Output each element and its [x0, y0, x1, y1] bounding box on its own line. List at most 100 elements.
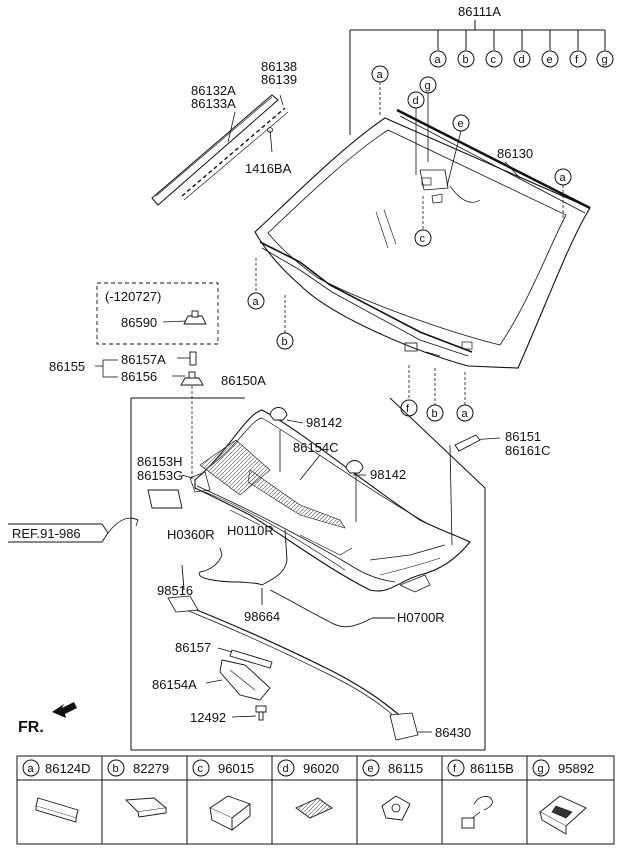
legend-cell-b: b 82279 [107, 759, 169, 818]
molding-86130 [396, 108, 591, 214]
label-86133A: 86133A [191, 96, 236, 111]
label-86153G: 86153G [137, 468, 183, 483]
pad-82279-icon [124, 797, 168, 818]
label-86150A: 86150A [221, 373, 266, 388]
callout-a-glass-right: a [554, 168, 572, 186]
svg-text:f: f [453, 763, 457, 775]
label-86161C: 86161C [505, 443, 551, 458]
svg-text:d: d [519, 54, 525, 66]
legend-cell-d: d 96020 [277, 759, 339, 819]
callout-d-top: d [513, 50, 531, 68]
legend-cell-g: g 95892 [532, 759, 594, 835]
svg-text:b: b [113, 763, 119, 775]
seal-86153 [147, 489, 183, 509]
label-ref: REF.91-986 [12, 526, 81, 541]
callout-e-top: e [541, 50, 559, 68]
callout-e-glass: e [452, 114, 470, 132]
svg-text:a: a [462, 408, 469, 420]
windshield-glass [254, 117, 591, 369]
svg-text:c: c [198, 763, 204, 775]
svg-text:e: e [458, 118, 464, 130]
cowl-panel [189, 409, 471, 593]
svg-text:95892: 95892 [558, 761, 594, 776]
label-86154C: 86154C [293, 440, 339, 455]
svg-text:g: g [538, 763, 544, 775]
washer-hoses [181, 529, 395, 628]
legend-table [16, 755, 615, 845]
svg-text:96015: 96015 [218, 761, 254, 776]
callout-g-top: g [596, 50, 614, 68]
svg-text:96020: 96020 [303, 761, 339, 776]
bracket-95892-icon [539, 795, 587, 835]
label-86155: 86155 [49, 359, 85, 374]
label-98142-mid: 98142 [370, 467, 406, 482]
svg-text:f: f [575, 54, 579, 66]
callout-b-glass-left: b [276, 332, 294, 350]
ref-tag [8, 517, 139, 543]
label-86156: 86156 [121, 369, 157, 384]
label-86139: 86139 [261, 72, 297, 87]
label-86153H: 86153H [137, 454, 183, 469]
legend-cell-f: f 86115B [447, 759, 514, 829]
svg-text:a: a [560, 172, 567, 184]
pad-86124D-icon [35, 797, 79, 823]
clip-86156-icon [180, 371, 204, 386]
callout-a-glass-left: a [247, 292, 265, 310]
callout-f-glass-bottom: f [400, 399, 418, 417]
svg-text:a: a [377, 69, 384, 81]
svg-text:b: b [432, 408, 438, 420]
label-86132A: 86132A [191, 83, 236, 98]
label-86430: 86430 [435, 725, 471, 740]
label-86151: 86151 [505, 429, 541, 444]
svg-text:82279: 82279 [133, 761, 169, 776]
label-98142-top: 98142 [306, 415, 342, 430]
label-86154A: 86154A [152, 677, 197, 692]
svg-text:b: b [463, 54, 469, 66]
label-98664: 98664 [244, 609, 280, 624]
label-12492: 12492 [190, 710, 226, 725]
svg-text:c: c [420, 233, 426, 245]
callout-b-glass-bottom: b [426, 404, 444, 422]
cowl-bar-86430 [167, 595, 432, 741]
svg-text:b: b [282, 336, 288, 348]
clip-86590-icon [183, 310, 207, 325]
callout-g-glass: g [419, 76, 437, 94]
label-H0110R: H0110R [227, 523, 274, 538]
clip-86157A-icon [189, 351, 197, 366]
sensor-86115B-icon [461, 795, 493, 829]
label-98516: 98516 [157, 583, 193, 598]
callout-f-top: f [569, 50, 587, 68]
side-molding [151, 94, 289, 206]
legend-cell-e: e 86115 [362, 759, 423, 821]
callout-a-top: a [429, 50, 447, 68]
front-arrow-icon [52, 702, 77, 718]
svg-text:a: a [28, 763, 35, 775]
label-86157A: 86157A [121, 352, 166, 367]
svg-text:86115B: 86115B [470, 761, 514, 776]
svg-text:86124D: 86124D [45, 761, 91, 776]
svg-text:e: e [368, 763, 374, 775]
callout-c-glass: c [414, 229, 432, 247]
windshield-callouts [255, 82, 564, 405]
svg-text:d: d [283, 763, 289, 775]
callout-b-top: b [457, 50, 475, 68]
svg-text:g: g [602, 54, 608, 66]
svg-text:c: c [491, 54, 497, 66]
svg-text:a: a [253, 296, 260, 308]
svg-text:86115: 86115 [388, 761, 423, 776]
pad-96020-icon [295, 797, 333, 819]
label-H0360R: H0360R [167, 527, 215, 542]
cowl-assembly-box [130, 397, 486, 751]
svg-text:e: e [547, 54, 553, 66]
label-86590: 86590 [121, 315, 157, 330]
label-86130: 86130 [497, 146, 533, 161]
legend-cell-a: a 86124D [22, 759, 91, 823]
bracket-86155 [95, 357, 190, 378]
svg-text:g: g [425, 80, 431, 92]
grommet-98142-top [269, 407, 288, 421]
callout-c-top: c [485, 50, 503, 68]
nozzle-86151 [454, 434, 481, 452]
label-fr: FR. [18, 719, 44, 736]
bracket-86111A [349, 20, 606, 135]
